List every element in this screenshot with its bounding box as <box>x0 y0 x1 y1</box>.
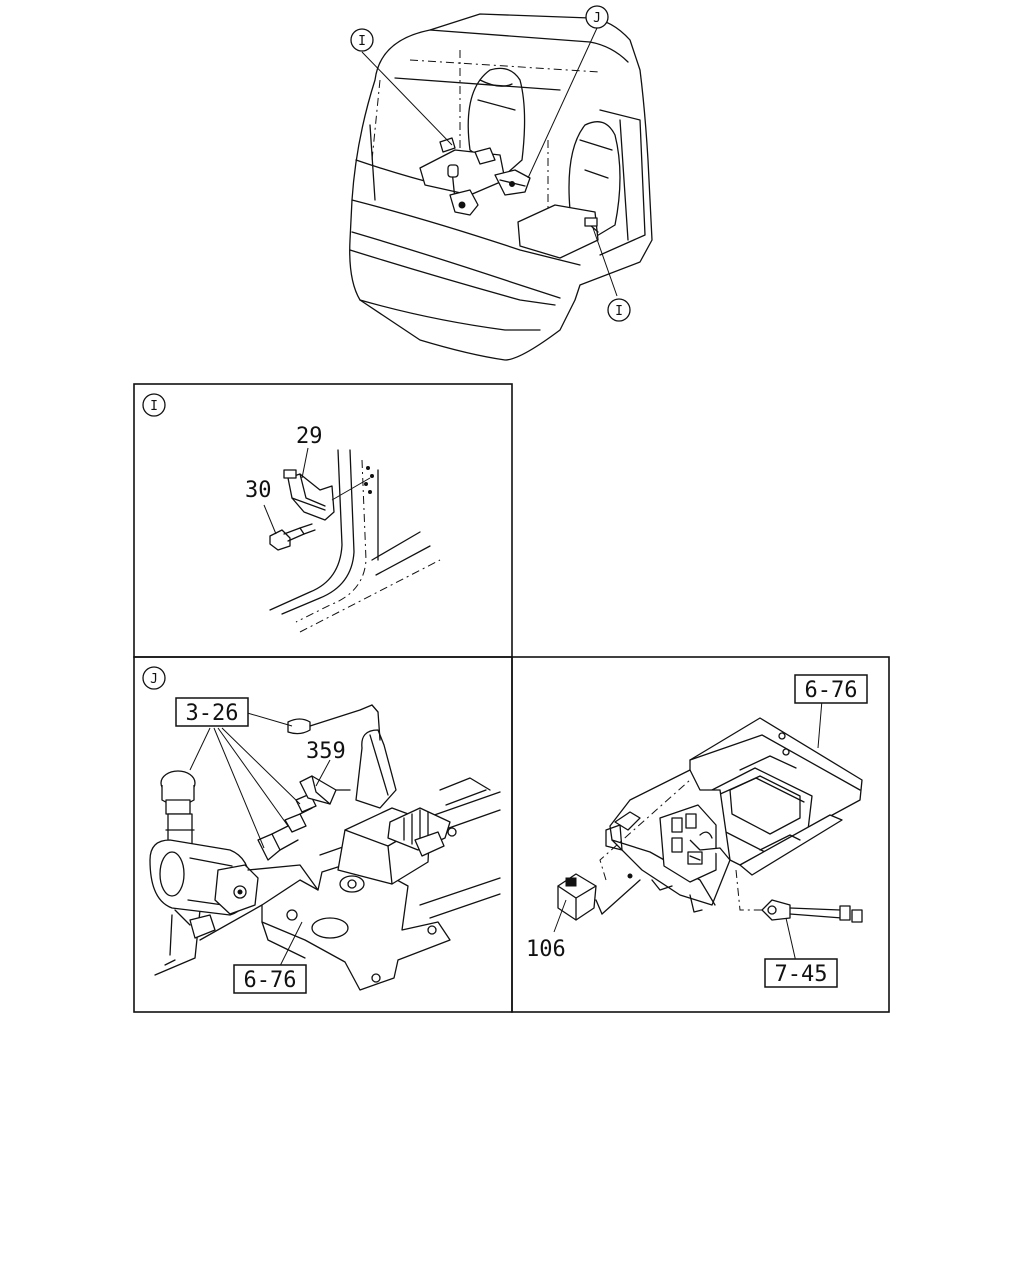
ref-6-76-console-label: 6-76 <box>805 678 858 703</box>
panel-i: I 29 30 <box>133 383 513 658</box>
ref-3-26-label: 3-26 <box>186 701 239 726</box>
cab-overview: I J I <box>349 5 653 361</box>
callout-i-top-label: I <box>358 34 366 49</box>
panel-i-callout-label: I <box>150 399 158 414</box>
part-29-label: 29 <box>296 424 323 449</box>
ref-6-76-console: 6-76 <box>794 674 868 704</box>
panel-j: J <box>133 656 513 1013</box>
ref-3-26: 3-26 <box>175 697 249 727</box>
callout-i-bottom-label: I <box>615 304 623 319</box>
panel-i-callout: I <box>142 393 166 417</box>
ref-6-76-panel-j: 6-76 <box>233 964 307 994</box>
callout-i-top: I <box>350 28 374 52</box>
ref-7-45-label: 7-45 <box>775 962 828 987</box>
panel-j-callout: J <box>142 666 166 690</box>
callout-j-top-label: J <box>593 11 601 26</box>
callout-j-top: J <box>585 5 609 29</box>
ref-7-45: 7-45 <box>764 958 838 988</box>
panel-console: 6-76 106 7-45 <box>511 656 890 1013</box>
ref-6-76-panel-j-label: 6-76 <box>244 968 297 993</box>
callout-i-bottom: I <box>607 298 631 322</box>
part-30-label: 30 <box>245 478 272 503</box>
part-359-label: 359 <box>306 739 346 764</box>
panel-j-callout-label: J <box>150 672 158 687</box>
part-106-label: 106 <box>526 937 566 962</box>
